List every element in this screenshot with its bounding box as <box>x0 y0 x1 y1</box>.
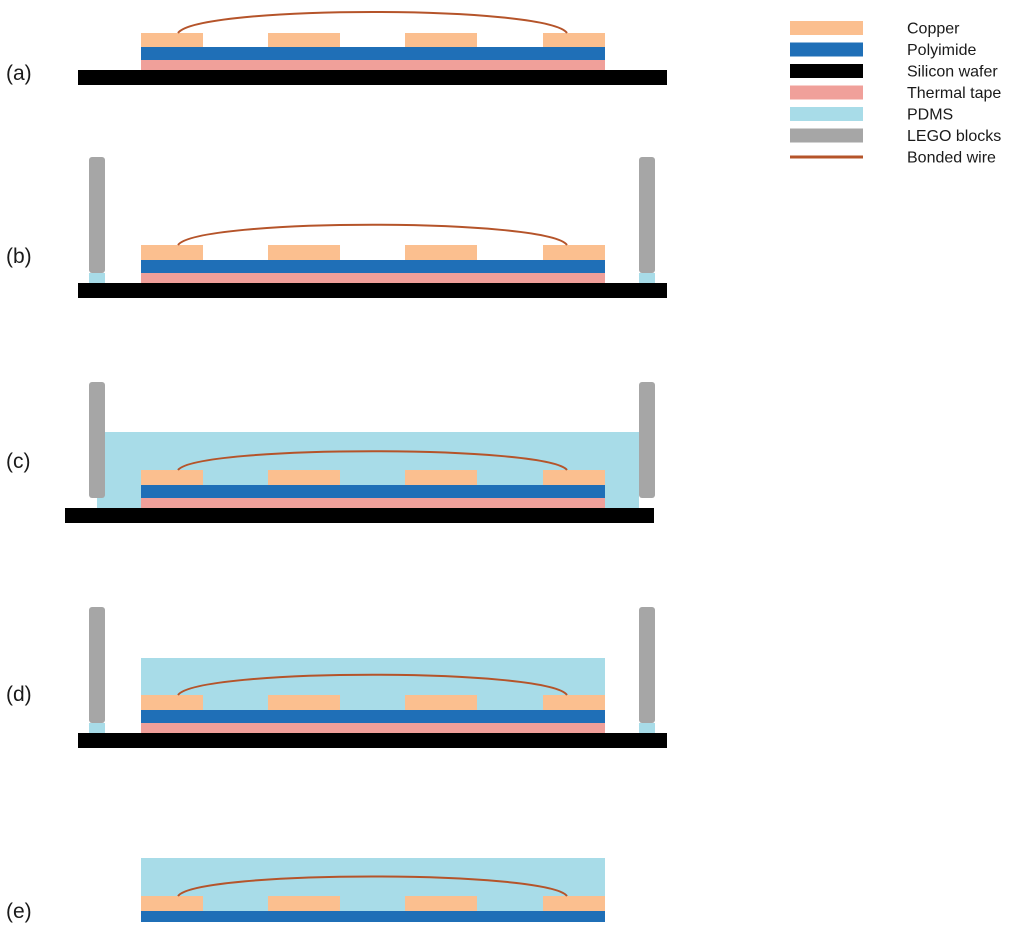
polyimide-layer <box>141 710 605 723</box>
silicon-wafer <box>65 508 654 523</box>
silicon-wafer <box>78 70 667 85</box>
panel-c: (c) <box>6 382 655 523</box>
lego-block-right <box>639 382 655 498</box>
panel-label: (c) <box>6 450 31 473</box>
legend-label: Polyimide <box>907 42 976 59</box>
lego-block-right <box>639 157 655 273</box>
lego-block-left <box>89 382 105 498</box>
bonded-wire <box>177 875 568 897</box>
pdms-foot <box>89 723 105 733</box>
thermal-tape <box>141 723 605 733</box>
lego-block-left <box>89 157 105 273</box>
copper-pad-2 <box>268 470 340 485</box>
copper-pad-2 <box>268 245 340 260</box>
bonded-wire <box>177 223 568 246</box>
legend-label: Thermal tape <box>907 85 1001 102</box>
legend-label: PDMS <box>907 107 953 124</box>
legend-swatch <box>790 42 863 57</box>
panel-a: (a) <box>6 11 667 85</box>
silicon-wafer <box>78 283 667 298</box>
copper-pad-3 <box>405 695 477 710</box>
bonded-wire <box>177 11 568 34</box>
copper-pad-4 <box>543 33 605 47</box>
legend-label: Bonded wire <box>907 150 996 167</box>
copper-pad-1 <box>141 470 203 485</box>
polyimide-layer <box>141 485 605 498</box>
copper-pad-2 <box>268 33 340 47</box>
pdms-foot <box>639 273 655 283</box>
copper-pad-1 <box>141 896 203 911</box>
panel-label: (e) <box>6 900 32 923</box>
polyimide-layer <box>141 911 605 922</box>
legend-swatch <box>790 64 863 78</box>
lego-block-left <box>89 607 105 723</box>
panel-d: (d) <box>6 607 667 748</box>
copper-pad-2 <box>268 896 340 911</box>
legend-swatch <box>790 85 863 100</box>
pdms-foot <box>89 273 105 283</box>
legend-item-tape: Thermal tape <box>790 85 1001 102</box>
copper-pad-4 <box>543 245 605 260</box>
panel-b: (b) <box>6 157 667 298</box>
copper-pad-3 <box>405 470 477 485</box>
thermal-tape <box>141 60 605 70</box>
polyimide-layer <box>141 47 605 60</box>
panel-label: (a) <box>6 62 32 85</box>
copper-pad-4 <box>543 695 605 710</box>
copper-pad-1 <box>141 695 203 710</box>
legend-item-silicon: Silicon wafer <box>790 64 998 81</box>
legend-label: Copper <box>907 21 960 38</box>
silicon-wafer <box>78 733 667 748</box>
copper-pad-2 <box>268 695 340 710</box>
panel-label: (b) <box>6 245 32 268</box>
bonded-wire <box>177 450 568 471</box>
thermal-tape <box>141 273 605 283</box>
copper-pad-3 <box>405 33 477 47</box>
copper-pad-3 <box>405 245 477 260</box>
copper-pad-1 <box>141 245 203 260</box>
pdms-foot <box>639 723 655 733</box>
copper-pad-4 <box>543 896 605 911</box>
thermal-tape <box>141 498 605 508</box>
bonded-wire <box>177 673 568 696</box>
legend-item-pdms: PDMS <box>790 107 953 124</box>
legend-swatch <box>790 128 863 143</box>
panel-e: (e) <box>6 858 605 923</box>
legend-swatch <box>790 21 863 35</box>
copper-pad-4 <box>543 470 605 485</box>
polyimide-layer <box>141 260 605 273</box>
legend-item-copper: Copper <box>790 21 960 38</box>
legend-swatch <box>790 155 863 159</box>
copper-pad-3 <box>405 896 477 911</box>
lego-block-right <box>639 607 655 723</box>
legend-label: Silicon wafer <box>907 64 998 81</box>
process-steps: (a) (b) (c) (d) (e) <box>6 11 667 923</box>
legend-swatch <box>790 107 863 121</box>
legend-item-polyimide: Polyimide <box>790 42 976 59</box>
legend-label: LEGO blocks <box>907 128 1001 145</box>
legend-item-wire: Bonded wire <box>790 150 996 167</box>
panel-label: (d) <box>6 683 32 706</box>
legend-item-lego: LEGO blocks <box>790 128 1001 145</box>
copper-pad-1 <box>141 33 203 47</box>
